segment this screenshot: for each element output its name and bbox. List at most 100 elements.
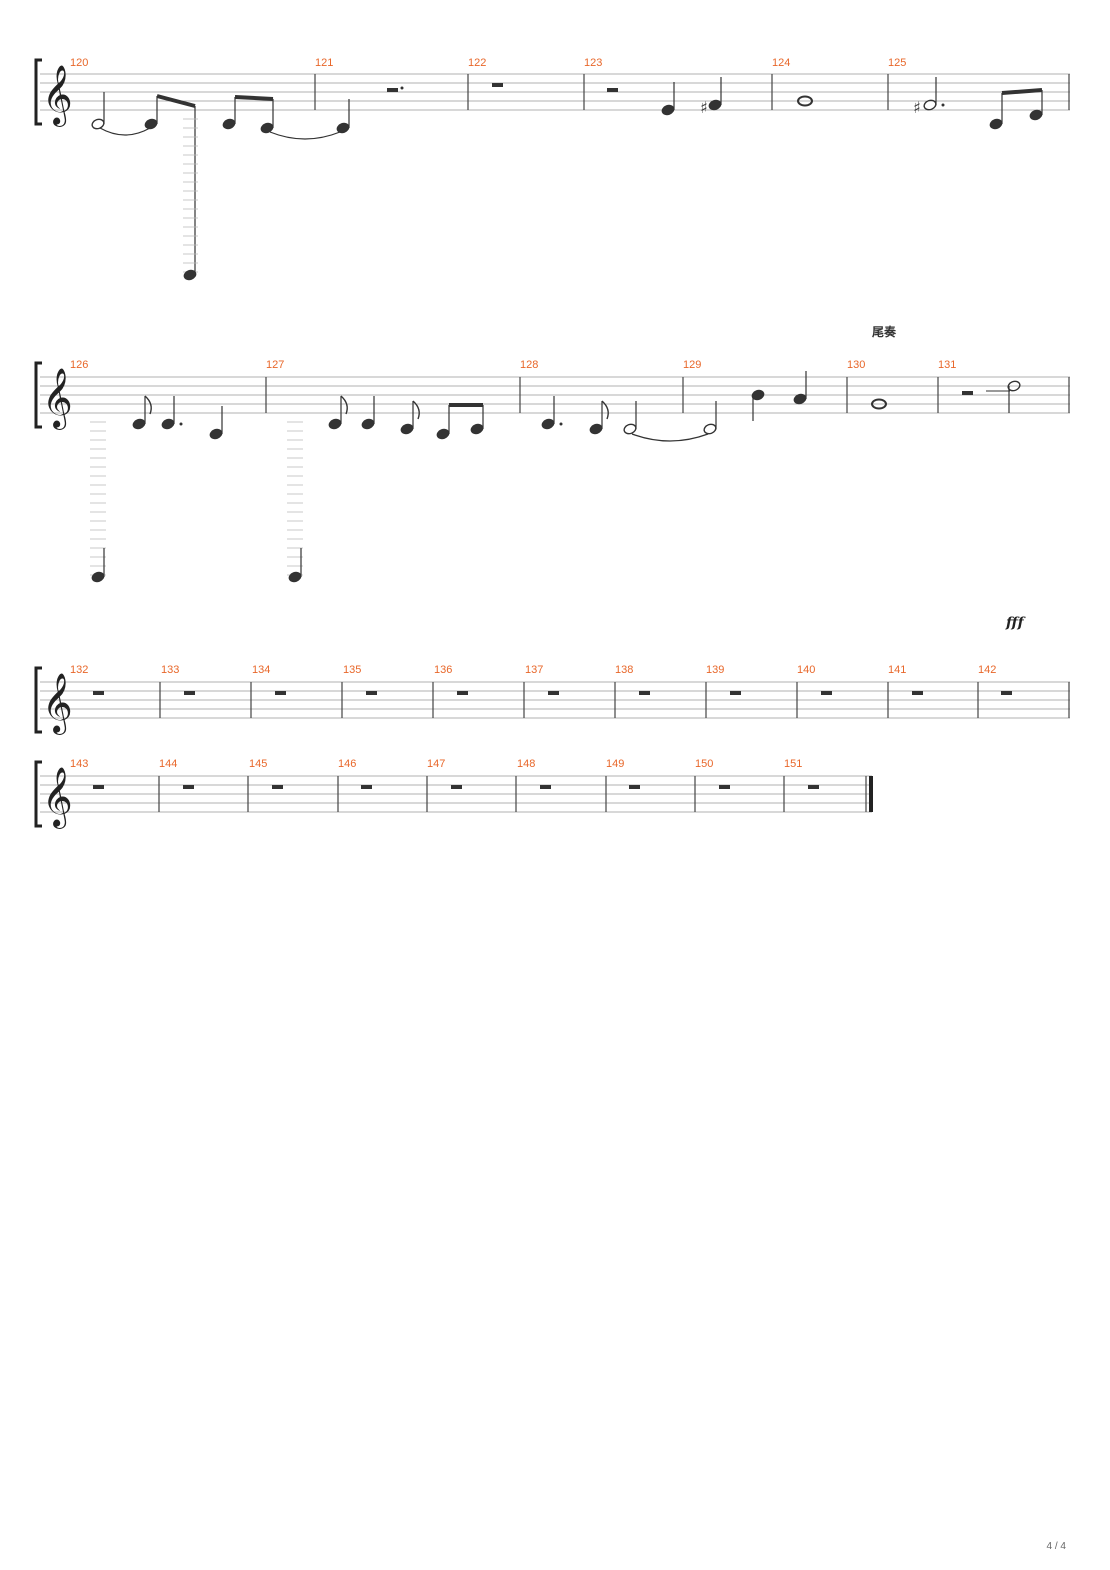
measure-numbers: 132 133 134 135 136 137 138 139 140 141 … (70, 664, 996, 676)
measure-numbers: 120 121 122 123 124 125 (70, 57, 906, 69)
bracket (34, 760, 42, 828)
system-1: 𝄞 120 121 122 123 124 125 (34, 57, 1070, 281)
whole-rest (451, 785, 462, 789)
whole-rest (730, 691, 741, 695)
measure-number: 146 (338, 758, 356, 770)
measure-number: 130 (847, 359, 865, 371)
eighth-note (132, 418, 146, 430)
rests (93, 785, 819, 789)
measure-number: 132 (70, 664, 88, 676)
measure-number: 140 (797, 664, 815, 676)
eighth-note (222, 118, 236, 130)
bracket (34, 58, 42, 126)
dot (941, 103, 945, 107)
whole-rest (808, 785, 819, 789)
half-note (623, 423, 637, 435)
measure-number: 135 (343, 664, 361, 676)
eighth-note (1029, 109, 1043, 121)
measure-number: 143 (70, 758, 88, 770)
measure-number: 136 (434, 664, 452, 676)
final-barline (869, 776, 873, 812)
measure-number: 137 (525, 664, 543, 676)
measure-number: 133 (161, 664, 179, 676)
half-note (91, 118, 105, 130)
whole-rest (492, 83, 503, 87)
system-4: 𝄞 143 144 145 146 147 148 149 150 151 (34, 758, 873, 829)
eighth-note (400, 423, 414, 435)
measure-number: 149 (606, 758, 624, 770)
barlines (265, 377, 1070, 413)
measure-number: 129 (683, 359, 701, 371)
quarter-note (361, 418, 375, 430)
half-rest (387, 88, 398, 92)
measure-number: 134 (252, 664, 270, 676)
measure-numbers: 143 144 145 146 147 148 149 150 151 (70, 758, 802, 770)
whole-rest (184, 691, 195, 695)
whole-rest (361, 785, 372, 789)
dot (559, 422, 563, 426)
whole-note (871, 398, 887, 410)
whole-rest (548, 691, 559, 695)
whole-rest (93, 691, 104, 695)
barlines (158, 776, 867, 812)
whole-rest (183, 785, 194, 789)
bracket (34, 666, 42, 734)
measure-number: 126 (70, 359, 88, 371)
dynamic-mark: fff (1005, 615, 1027, 631)
whole-rest (629, 785, 640, 789)
dotted-quarter-note (161, 418, 175, 430)
notes: ♯ ♯ (91, 77, 1043, 281)
beam (1001, 88, 1043, 95)
tie (99, 127, 151, 136)
measure-number: 121 (315, 57, 333, 69)
tie (269, 131, 341, 140)
quarter-note (661, 104, 675, 116)
whole-rest (275, 691, 286, 695)
beam (234, 95, 274, 101)
measure-number: 120 (70, 57, 88, 69)
dot (400, 86, 404, 90)
tie (631, 433, 709, 442)
whole-rest (821, 691, 832, 695)
measure-number: 148 (517, 758, 535, 770)
eighth-note (328, 418, 342, 430)
sharp-icon: ♯ (700, 98, 708, 117)
half-note (703, 423, 717, 435)
measure-number: 147 (427, 758, 445, 770)
barlines (159, 682, 1070, 718)
whole-rest (272, 785, 283, 789)
page-number: 4 / 4 (1046, 1541, 1066, 1552)
system-2: 尾奏 𝄞 126 127 128 129 130 131 (34, 324, 1070, 583)
eighth-note (989, 118, 1003, 130)
measure-number: 123 (584, 57, 602, 69)
eighth-note (144, 118, 158, 130)
measure-number: 127 (266, 359, 284, 371)
whole-rest (366, 691, 377, 695)
eighth-note (183, 269, 197, 281)
measure-number: 138 (615, 664, 633, 676)
whole-rest (540, 785, 551, 789)
quarter-note (288, 571, 302, 583)
treble-clef-icon: 𝄞 (42, 65, 73, 127)
half-note (1007, 380, 1021, 392)
beam (156, 94, 196, 108)
section-label: 尾奏 (872, 324, 897, 339)
measure-number: 125 (888, 57, 906, 69)
sharp-icon: ♯ (913, 98, 921, 117)
eighth-note (436, 428, 450, 440)
quarter-note (209, 428, 223, 440)
measure-number: 131 (938, 359, 956, 371)
whole-rest (457, 691, 468, 695)
measure-number: 128 (520, 359, 538, 371)
measure-number: 142 (978, 664, 996, 676)
half-rest (962, 391, 973, 395)
whole-note (797, 95, 813, 107)
rests (93, 691, 1012, 695)
notes (90, 371, 1021, 583)
staff-lines (40, 73, 1070, 111)
measure-number: 139 (706, 664, 724, 676)
dot (179, 422, 183, 426)
quarter-note (751, 389, 765, 401)
ledger-lines (90, 421, 106, 576)
